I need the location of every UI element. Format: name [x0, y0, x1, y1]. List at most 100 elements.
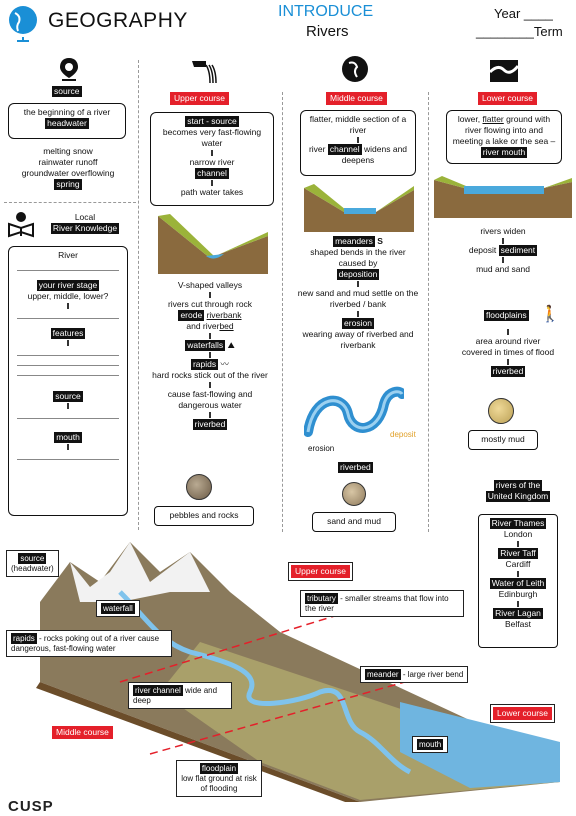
- source-type: rainwater runoff: [38, 157, 98, 167]
- lower-desc: ground with river flowing into and meeti…: [452, 114, 556, 146]
- source-definition: the beginning of a river: [23, 107, 111, 117]
- diagram-tributary: tributary: [305, 593, 338, 604]
- year-field[interactable]: Year ____: [494, 6, 553, 21]
- diagram-tributary-label: tributary - smaller streams that flow in…: [300, 590, 464, 617]
- channel-desc: path water takes: [180, 187, 244, 197]
- lower-riverbed-label: riverbed: [490, 366, 526, 377]
- mud-box: mostly mud: [468, 430, 538, 450]
- erosion-word: erosion: [308, 444, 335, 453]
- v-shaped-valleys: V-shaped valleys: [177, 280, 243, 290]
- diagram-floodplain-label: floodplain low flat ground at risk of fl…: [176, 760, 262, 797]
- middle-riverbed-label: riverbed: [338, 462, 373, 473]
- narrow-river-text: narrow river: [189, 157, 235, 167]
- diagram-source: source: [18, 553, 47, 564]
- topic-title: Rivers: [306, 23, 349, 40]
- features-answer-line[interactable]: [17, 355, 119, 356]
- meanders-label: meanders: [333, 236, 375, 247]
- spring-label: spring: [54, 179, 82, 190]
- settle-text: new sand and mud settle on the riverbed …: [297, 288, 419, 309]
- features-label: features: [50, 328, 86, 339]
- diagram-floodplain-desc: low flat ground at risk of flooding: [181, 774, 257, 793]
- uk-river: Water of Leith: [489, 578, 547, 589]
- uk-city: Edinburgh: [498, 589, 538, 599]
- location-pin-icon: [58, 56, 80, 84]
- mouth-answer-line[interactable]: [17, 459, 119, 460]
- diagram-rapids-desc: - rocks poking out of a river cause dang…: [11, 634, 160, 653]
- uk-title-b: United Kingdom: [485, 491, 551, 502]
- stage-answer-line[interactable]: [17, 318, 119, 319]
- bed-text: bed: [219, 321, 234, 331]
- pebbles-text: pebbles and rocks: [169, 510, 239, 520]
- meander-diagram: [303, 384, 407, 446]
- features-answer-line[interactable]: [17, 375, 119, 376]
- middle-course-box: flatter, middle section of a river river…: [300, 110, 416, 176]
- river-field-label: River: [58, 250, 78, 260]
- uk-river: River Thames: [489, 518, 547, 529]
- uk-river: River Lagan: [493, 608, 543, 619]
- rapids-label: rapids: [190, 359, 219, 370]
- sand-box: sand and mud: [312, 512, 396, 532]
- diagram-channel-label: river channel wide and deep: [128, 682, 232, 709]
- sand-image: [342, 482, 366, 506]
- term-field[interactable]: ________Term: [476, 24, 563, 39]
- diagram-waterfall-label: waterfall: [96, 600, 140, 617]
- stage-label: your river stage: [36, 280, 100, 291]
- book-reader-icon: [6, 210, 36, 240]
- source-type: melting snow: [43, 146, 93, 156]
- mud-text: mostly mud: [481, 434, 525, 444]
- waterfall-small-icon: ⛰: [227, 340, 235, 350]
- and-river-text: and river: [186, 321, 220, 331]
- sediment-label: sediment: [498, 245, 538, 256]
- diagram-lower-course: Lower course: [493, 707, 553, 720]
- rapids-effect: cause fast-flowing and dangerous water: [167, 389, 253, 410]
- uk-rivers-box: River Thames London River Taff Cardiff W…: [478, 514, 558, 648]
- diagram-channel-desc: wide and deep: [133, 686, 218, 705]
- riverbed-label: riverbed: [192, 419, 228, 430]
- waterfall-icon: [190, 57, 220, 87]
- diagram-upper-course: Upper course: [291, 565, 351, 578]
- diagram-middle-course: Middle course: [52, 726, 113, 739]
- diagram-floodplain: floodplain: [199, 763, 239, 774]
- source-answer-line[interactable]: [17, 418, 119, 419]
- river-mouth-label: river mouth: [480, 147, 528, 158]
- lower-course-box: lower, flatter ground with river flowing…: [446, 110, 562, 164]
- diagram-headwater: (headwater): [11, 564, 54, 573]
- diagram-rapids-label: rapids - rocks poking out of a river cau…: [6, 630, 172, 657]
- erode-label: erode: [178, 310, 205, 321]
- pebbles-image: [186, 474, 212, 500]
- stage-options: upper, middle, lower?: [27, 291, 109, 301]
- mud-image: [488, 398, 514, 424]
- local-title: Local: [74, 212, 96, 222]
- middle-course-label: Middle course: [326, 92, 387, 105]
- diagram-meander-desc: - large river bend: [402, 670, 464, 679]
- middle-valley-image: [304, 180, 414, 234]
- upper-course-label: Upper course: [170, 92, 230, 105]
- diagram-tributary-desc: - smaller streams that flow into the riv…: [305, 594, 449, 613]
- source-definition-box: the beginning of a river headwater: [8, 103, 126, 139]
- page-title: GEOGRAPHY: [48, 9, 188, 32]
- mud-sand-text: mud and sand: [476, 264, 530, 274]
- lower-text: lower,: [457, 114, 481, 124]
- diagram-meander-label: meander - large river bend: [360, 666, 469, 683]
- features-answer-line[interactable]: [17, 365, 119, 366]
- erosion-desc: wearing away of riverbed and riverbank: [302, 329, 414, 350]
- local-mouth-label: mouth: [54, 432, 82, 443]
- river-knowledge-label: River Knowledge: [50, 223, 120, 234]
- diagram-mouth: mouth: [417, 739, 444, 750]
- river-answer-line[interactable]: [17, 270, 119, 271]
- source-label: source: [52, 86, 82, 97]
- floodplains-label: floodplains: [484, 310, 529, 321]
- meanders-desc: shaped bends in the river caused by: [310, 247, 406, 268]
- diagram-rapids: rapids: [11, 633, 37, 644]
- uk-city: Cardiff: [505, 559, 531, 569]
- flood-icon: 🚶: [540, 306, 560, 323]
- meander-s-icon: S: [377, 236, 383, 246]
- diagram-mouth-label: mouth: [412, 736, 449, 753]
- diagram-waterfall: waterfall: [101, 603, 135, 614]
- deposit-text: deposit: [468, 245, 497, 255]
- rivers-widen: rivers widen: [480, 226, 526, 236]
- lower-valley-image: [434, 170, 572, 220]
- deposition-label: deposition: [336, 269, 380, 280]
- face-profile-icon: [340, 55, 370, 85]
- erosion-label: erosion: [342, 318, 374, 329]
